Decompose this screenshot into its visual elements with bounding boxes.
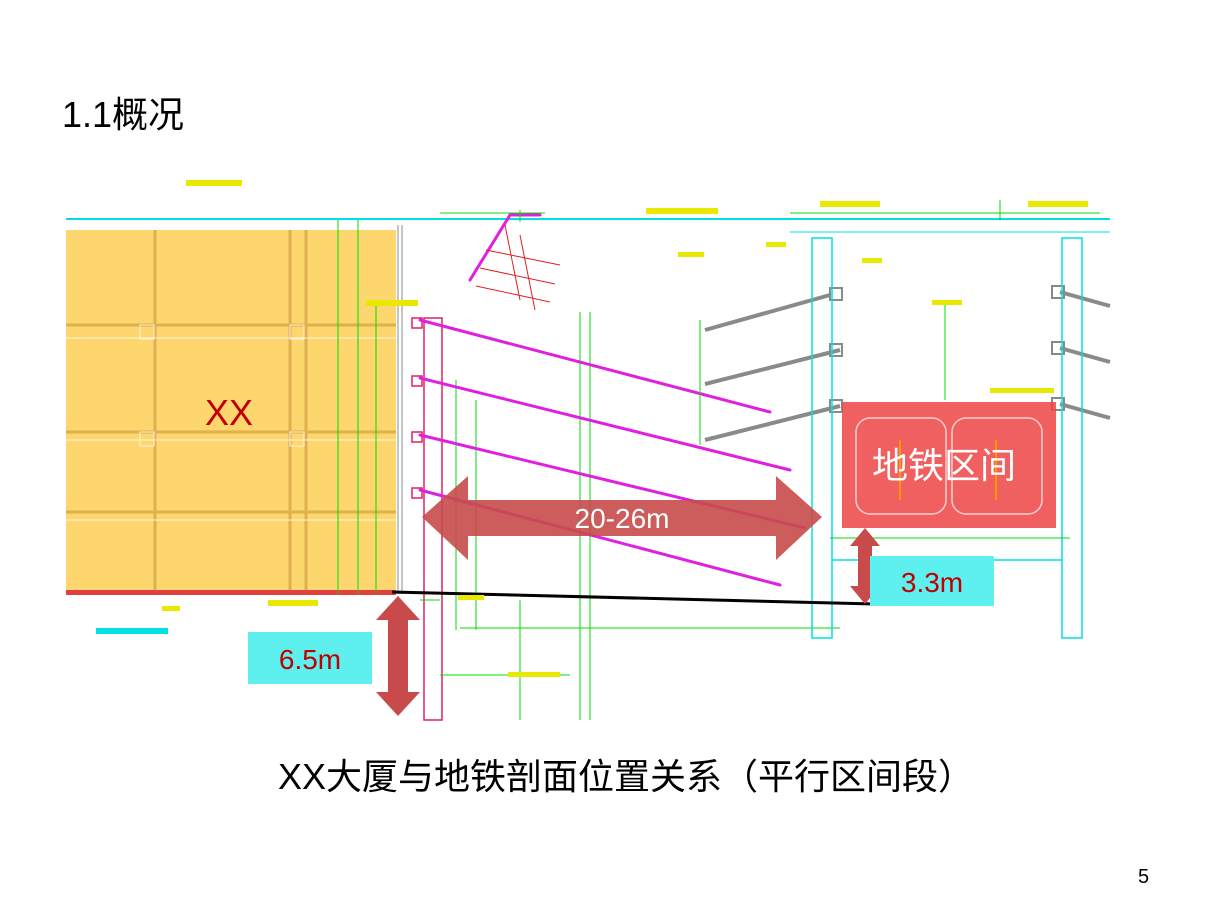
building-depth-arrow (376, 596, 420, 716)
section-line (391, 590, 876, 606)
tunnel-depth-arrow (850, 528, 880, 604)
bracing-brackets (411, 317, 423, 499)
subway-tunnel (842, 402, 1056, 528)
retaining-structure (337, 220, 840, 721)
tunnel-depth-box (870, 556, 994, 606)
horizontal-distance-label: 20-26m (575, 503, 670, 534)
building-label: XX (205, 392, 253, 433)
tunnel-label: 地铁区间 (872, 445, 1016, 486)
existing-anchors (704, 290, 1111, 442)
tunnel-depth-label: 3.3m (901, 567, 963, 598)
ground-outline (66, 212, 1110, 233)
slide-title: 1.1概况 (62, 94, 185, 135)
page-number: 5 (1138, 866, 1150, 888)
building-depth-label: 6.5m (279, 644, 341, 675)
figure-caption: XX大厦与地铁剖面位置关系（平行区间段） (278, 756, 975, 797)
horizontal-distance-arrow (422, 476, 822, 560)
cad-annotation-marks (162, 180, 1088, 677)
scale-note (96, 628, 168, 634)
slope-hatching (475, 224, 561, 311)
building-depth-box (248, 632, 372, 684)
building-block (66, 230, 396, 595)
